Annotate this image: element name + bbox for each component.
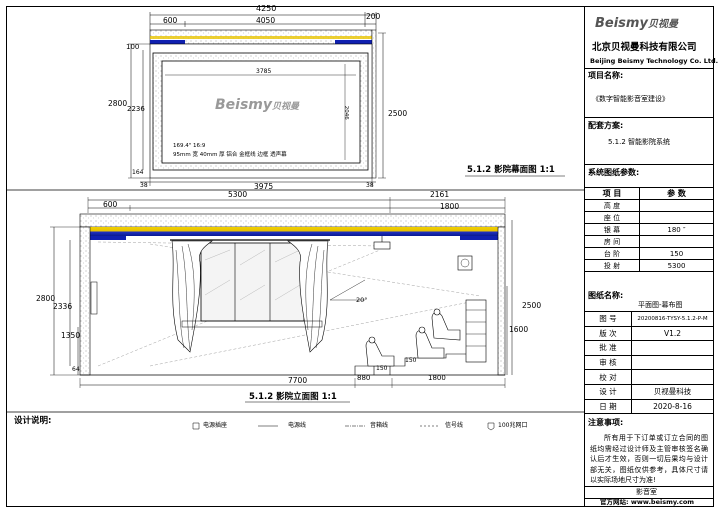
- elev-dim-150-a: 150: [376, 365, 388, 372]
- dim-100: 100: [126, 43, 140, 51]
- table-row: 批 准: [584, 340, 714, 356]
- dim-2800: 2800: [108, 99, 128, 108]
- seat-front: [365, 336, 395, 375]
- legend-power-line: 电源线: [288, 422, 307, 429]
- dim-3975: 3975: [254, 182, 274, 191]
- legend-label: 设计说明:: [14, 416, 52, 426]
- project-label: 项目名称:: [588, 71, 624, 80]
- legend-speaker-line: 音箱线: [370, 422, 389, 429]
- project-name: 《数字智能影音室建设》: [592, 95, 669, 103]
- company-name-cn: 北京贝视曼科技有限公司: [592, 42, 697, 53]
- elev-dim-5300: 5300: [228, 190, 248, 199]
- dim-total-width: 4250: [256, 4, 277, 13]
- website: 官方网站: www.beismy.com: [600, 498, 695, 506]
- screen-logo: Beismy贝视曼: [215, 97, 300, 113]
- company-logo: Beismy贝视曼: [595, 16, 678, 31]
- elev-dim-1800-bottom: 1800: [428, 374, 446, 382]
- table-row: 座 位: [584, 211, 714, 224]
- screen-spec-frame: 95mm 宽 40mm 厚 铝合 金框线 边框 透声幕: [173, 152, 287, 158]
- table-row: 房 间: [584, 235, 714, 248]
- legend-network-port: 100兆网口: [498, 422, 528, 429]
- elevation-drawing: [50, 197, 513, 403]
- dim-164: 164: [132, 169, 144, 176]
- legend-symbols: [192, 422, 495, 431]
- params-label: 系统图纸参数:: [588, 168, 640, 177]
- company-name-en: Beijing Beismy Technology Co. Ltd.: [590, 57, 719, 65]
- elev-dim-2336: 2336: [53, 302, 73, 311]
- notes-text: 所有用于下订单或订立合同的图纸均需经过设计师及主管审核签名确认后才生效，否则一切…: [590, 434, 708, 484]
- table-row: 审 核: [584, 354, 714, 371]
- legend-signal-line: 信号线: [445, 422, 464, 429]
- table-row: 校 对: [584, 369, 714, 385]
- elev-dim-150-b: 150: [405, 357, 417, 364]
- dim-2500: 2500: [388, 109, 408, 118]
- elev-dim-2500: 2500: [522, 301, 542, 310]
- legend-power-socket: 电源插座: [203, 422, 228, 429]
- elev-dim-600: 600: [103, 200, 118, 209]
- elev-dim-7700: 7700: [288, 376, 308, 385]
- dim-left-600: 600: [163, 16, 178, 25]
- screen-view-title: 5.1.2 影院幕面图 1:1: [467, 165, 555, 175]
- dim-2046: 2046: [342, 105, 349, 120]
- dim-3785: 3785: [256, 68, 272, 75]
- elev-dim-64: 64: [72, 366, 80, 373]
- elev-dim-880: 880: [357, 374, 371, 382]
- drawing-name-value: 平面图-幕布图: [638, 301, 683, 309]
- elev-dim-2800: 2800: [36, 294, 56, 303]
- dim-38-right: 38: [366, 182, 374, 189]
- dim-200: 200: [366, 12, 381, 21]
- drawing-frame: [6, 6, 714, 507]
- elev-dim-1800: 1800: [440, 202, 460, 211]
- table-row: 高 度: [584, 199, 714, 212]
- drawing-name-label: 图纸名称:: [588, 291, 624, 300]
- dim-4050: 4050: [256, 16, 276, 25]
- seat-middle: [415, 326, 445, 359]
- table-row: 设 计贝视曼科技: [584, 383, 714, 400]
- elev-dim-1600: 1600: [509, 325, 529, 334]
- screen-wall-drawing: [128, 12, 565, 186]
- elev-dim-2161: 2161: [430, 190, 450, 199]
- seat-back: [431, 308, 461, 341]
- plan-value: 5.1.2 智能影院系统: [608, 138, 671, 146]
- dim-38-left: 38: [140, 182, 148, 189]
- screen-spec-size: 169.4" 16:9: [173, 143, 206, 149]
- elev-dim-1350: 1350: [61, 331, 81, 340]
- plan-label: 配套方案:: [588, 121, 624, 130]
- elevation-view-title: 5.1.2 影院立面图 1:1: [249, 392, 337, 402]
- elev-angle: 20°: [356, 296, 368, 304]
- dim-2236: 2236: [127, 105, 145, 113]
- room-label: 影音室: [636, 488, 657, 496]
- notes-label: 注意事项:: [588, 418, 624, 427]
